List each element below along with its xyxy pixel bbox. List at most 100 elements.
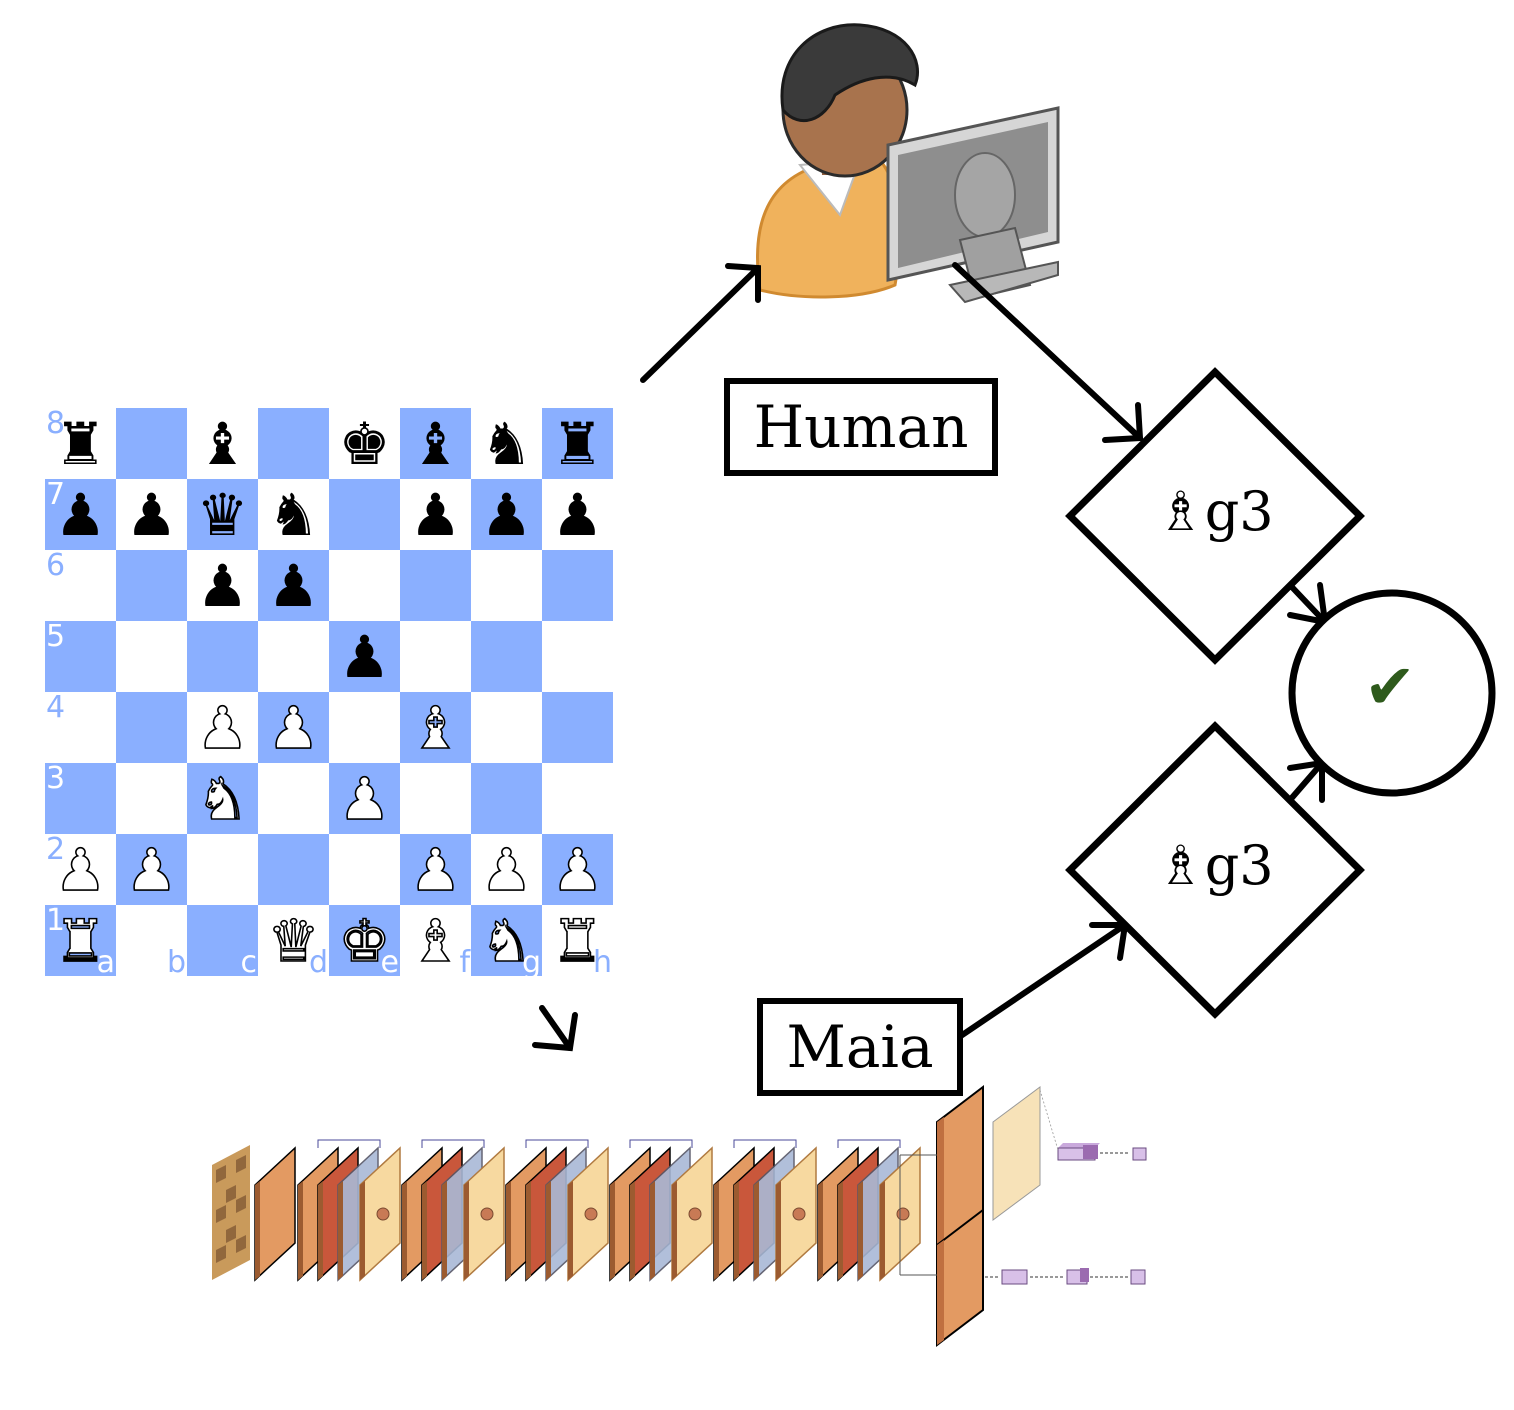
arrow-human-to-move: [952, 262, 1143, 441]
rank-label: 8: [46, 406, 66, 441]
nn-layer-edge: [255, 1181, 260, 1280]
white-pawn-icon: ♟: [125, 835, 179, 904]
nn-skip-connection: [629, 1139, 693, 1148]
white-pawn-icon: ♟: [196, 693, 250, 762]
black-pawn-icon: ♟: [551, 480, 604, 549]
black-pawn-icon: ♟: [196, 551, 249, 620]
white-pawn-icon: ♟: [551, 835, 605, 904]
square-g5: [471, 621, 542, 692]
square-h2: ♟: [542, 834, 613, 905]
square-d4: ♟: [258, 692, 329, 763]
white-pawn-icon: ♟: [267, 693, 321, 762]
nn-layer-edge: [858, 1181, 863, 1280]
square-e5: ♟: [329, 621, 400, 692]
file-label: h: [592, 945, 612, 980]
nn-layer-edge: [818, 1181, 823, 1280]
white-knight-icon: ♞: [480, 906, 534, 975]
square-b1: b: [116, 905, 187, 980]
rank-label: 7: [46, 477, 66, 512]
file-label: d: [308, 945, 328, 980]
square-h7: ♟: [542, 479, 613, 550]
nn-add-node: [688, 1207, 702, 1221]
square-g7: ♟: [471, 479, 542, 550]
square-e6: [329, 550, 400, 621]
rank-label: 1: [46, 903, 66, 938]
file-label: a: [96, 945, 115, 980]
square-g2: ♟: [471, 834, 542, 905]
rank-label: 5: [46, 619, 66, 654]
nn-skip-connection: [317, 1139, 381, 1148]
rank-label: 4: [46, 690, 66, 725]
square-b4: [116, 692, 187, 763]
black-pawn-icon: ♟: [409, 480, 462, 549]
square-f5: [400, 621, 471, 692]
nn-value-head: [936, 1207, 1146, 1348]
nn-add-node: [896, 1207, 910, 1221]
square-h3: [542, 763, 613, 834]
white-pawn-icon: ♟: [409, 835, 463, 904]
square-e2: [329, 834, 400, 905]
nn-layer-edge: [506, 1181, 511, 1280]
nn-layer-edge: [546, 1181, 551, 1280]
nn-policy-head: [936, 1084, 1147, 1263]
nn-layer-edge: [464, 1181, 469, 1280]
square-a7: ♟7: [45, 477, 116, 550]
square-a5: 5: [45, 619, 116, 692]
black-rook-icon: ♜: [551, 409, 604, 478]
nn-layer-edge: [402, 1181, 407, 1280]
white-pawn-icon: ♟: [54, 835, 108, 904]
file-label: e: [380, 945, 399, 980]
black-pawn-icon: ♟: [54, 480, 107, 549]
maia-move-diamond: [1065, 721, 1365, 1019]
nn-layer-edge: [630, 1181, 635, 1280]
arrow-maia-to-move: [937, 922, 1128, 1053]
white-rook-icon: ♜: [551, 906, 605, 975]
square-e8: ♚: [329, 408, 400, 479]
nn-layer-edge: [714, 1181, 719, 1280]
black-bishop-icon: ♝: [409, 409, 462, 478]
square-b6: [116, 550, 187, 621]
nn-layer-edge: [422, 1181, 427, 1280]
rank-label: 6: [46, 548, 66, 583]
black-queen-icon: ♛: [196, 480, 249, 549]
white-rook-icon: ♜: [54, 906, 108, 975]
nn-add-node: [584, 1207, 598, 1221]
white-queen-icon: ♛: [267, 906, 321, 975]
square-d3: [258, 763, 329, 834]
square-b5: [116, 621, 187, 692]
square-e4: [329, 692, 400, 763]
arrow-human-move-to-check: [1287, 582, 1328, 625]
black-pawn-icon: ♟: [125, 480, 178, 549]
arrow-maia-move-to-check: [1287, 760, 1325, 803]
square-h4: [542, 692, 613, 763]
square-b2: ♟: [116, 834, 187, 905]
file-label: g: [521, 945, 541, 980]
black-pawn-icon: ♟: [338, 622, 391, 691]
nn-skip-connection: [525, 1139, 589, 1148]
nn-layer-edge: [568, 1181, 573, 1280]
maia-label: Maia: [757, 998, 963, 1096]
square-f3: [400, 763, 471, 834]
human-move-diamond: [1065, 367, 1365, 665]
arrow-board-to-human: [640, 265, 761, 383]
arrows: [532, 262, 1329, 1053]
square-a8: ♜8: [45, 406, 116, 479]
square-h8: ♜: [542, 408, 613, 479]
square-d6: ♟: [258, 550, 329, 621]
nn-layer: [254, 1146, 296, 1282]
nn-layer-edge: [526, 1181, 531, 1280]
check-circle: [1288, 589, 1496, 797]
black-king-icon: ♚: [338, 409, 391, 478]
square-f7: ♟: [400, 479, 471, 550]
check-icon: ✔: [1364, 650, 1416, 723]
square-g6: [471, 550, 542, 621]
nn-layer-edge: [754, 1181, 759, 1280]
nn-layer-edge: [338, 1181, 343, 1280]
black-pawn-icon: ♟: [480, 480, 533, 549]
white-bishop-icon: ♝: [409, 906, 463, 975]
human-move-text: ♗g3: [1156, 480, 1274, 543]
nn-layer-edge: [880, 1181, 885, 1280]
